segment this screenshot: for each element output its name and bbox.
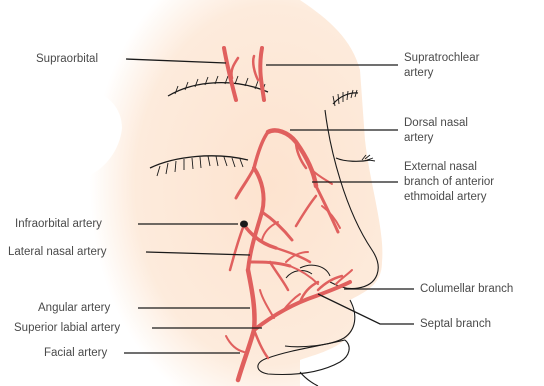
label-supraorbital: Supraorbital [36,52,98,67]
label-external-nasal-branch: External nasal branch of anterior ethmoi… [404,160,494,205]
label-facial-artery: Facial artery [44,346,107,361]
infraorbital-foramen [240,221,248,228]
label-dorsal-nasal-artery: Dorsal nasal artery [404,116,468,146]
label-superior-labial-artery: Superior labial artery [14,321,120,336]
label-infraorbital-artery: Infraorbital artery [15,217,102,232]
label-supratrochlear-artery: Supratrochlear artery [404,51,479,81]
label-septal-branch: Septal branch [420,317,491,332]
label-columellar-branch: Columellar branch [420,282,513,297]
label-angular-artery: Angular artery [38,301,110,316]
chin-outline [300,372,318,386]
label-lateral-nasal-artery: Lateral nasal artery [8,245,106,260]
